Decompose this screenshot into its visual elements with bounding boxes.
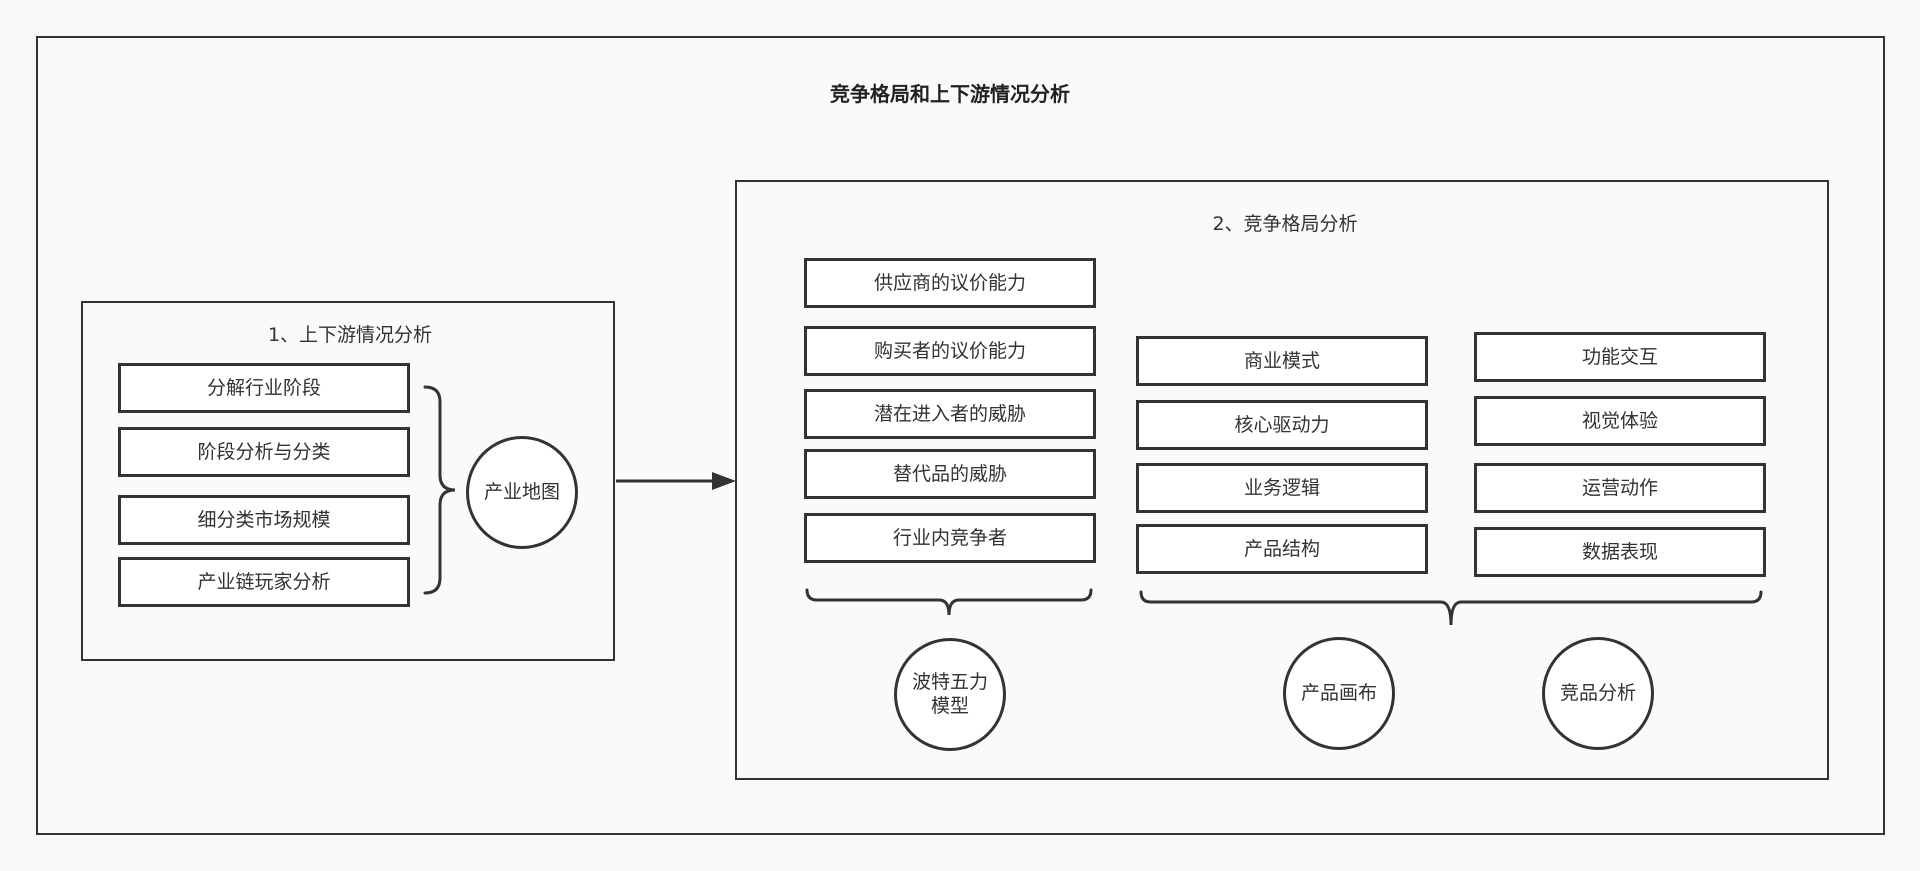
upstream-step: 产业链玩家分析 bbox=[118, 557, 410, 607]
competitor-item: 视觉体验 bbox=[1474, 396, 1766, 446]
five-forces-item: 供应商的议价能力 bbox=[804, 258, 1096, 308]
competitor-item: 功能交互 bbox=[1474, 332, 1766, 382]
canvas-item: 产品结构 bbox=[1136, 524, 1428, 574]
competition-section-title: 2、竞争格局分析 bbox=[1212, 213, 1358, 235]
canvas-item: 核心驱动力 bbox=[1136, 400, 1428, 450]
porter-node-line2: 模型 bbox=[930, 694, 969, 717]
upstream-step: 分解行业阶段 bbox=[118, 363, 410, 413]
canvas-item: 业务逻辑 bbox=[1136, 463, 1428, 513]
five-forces-item: 行业内竞争者 bbox=[804, 513, 1096, 563]
competitor-item: 运营动作 bbox=[1474, 463, 1766, 513]
competitor-item: 数据表现 bbox=[1474, 527, 1766, 577]
five-forces-item: 购买者的议价能力 bbox=[804, 326, 1096, 376]
upstream-step: 细分类市场规模 bbox=[118, 495, 410, 545]
product-canvas-node: 产品画布 bbox=[1283, 637, 1395, 750]
five-forces-item: 替代品的威胁 bbox=[804, 449, 1096, 499]
porter-five-forces-node: 波特五力 模型 bbox=[894, 638, 1006, 751]
canvas-item: 商业模式 bbox=[1136, 336, 1428, 386]
five-forces-item: 潜在进入者的威胁 bbox=[804, 389, 1096, 439]
industry-map-node: 产业地图 bbox=[466, 436, 578, 549]
upstream-section-title: 1、上下游情况分析 bbox=[267, 324, 433, 346]
diagram-title: 竞争格局和上下游情况分析 bbox=[830, 82, 1070, 106]
competitor-analysis-node: 竞品分析 bbox=[1542, 637, 1654, 750]
porter-node-line1: 波特五力 bbox=[911, 670, 988, 693]
upstream-step: 阶段分析与分类 bbox=[118, 427, 410, 477]
